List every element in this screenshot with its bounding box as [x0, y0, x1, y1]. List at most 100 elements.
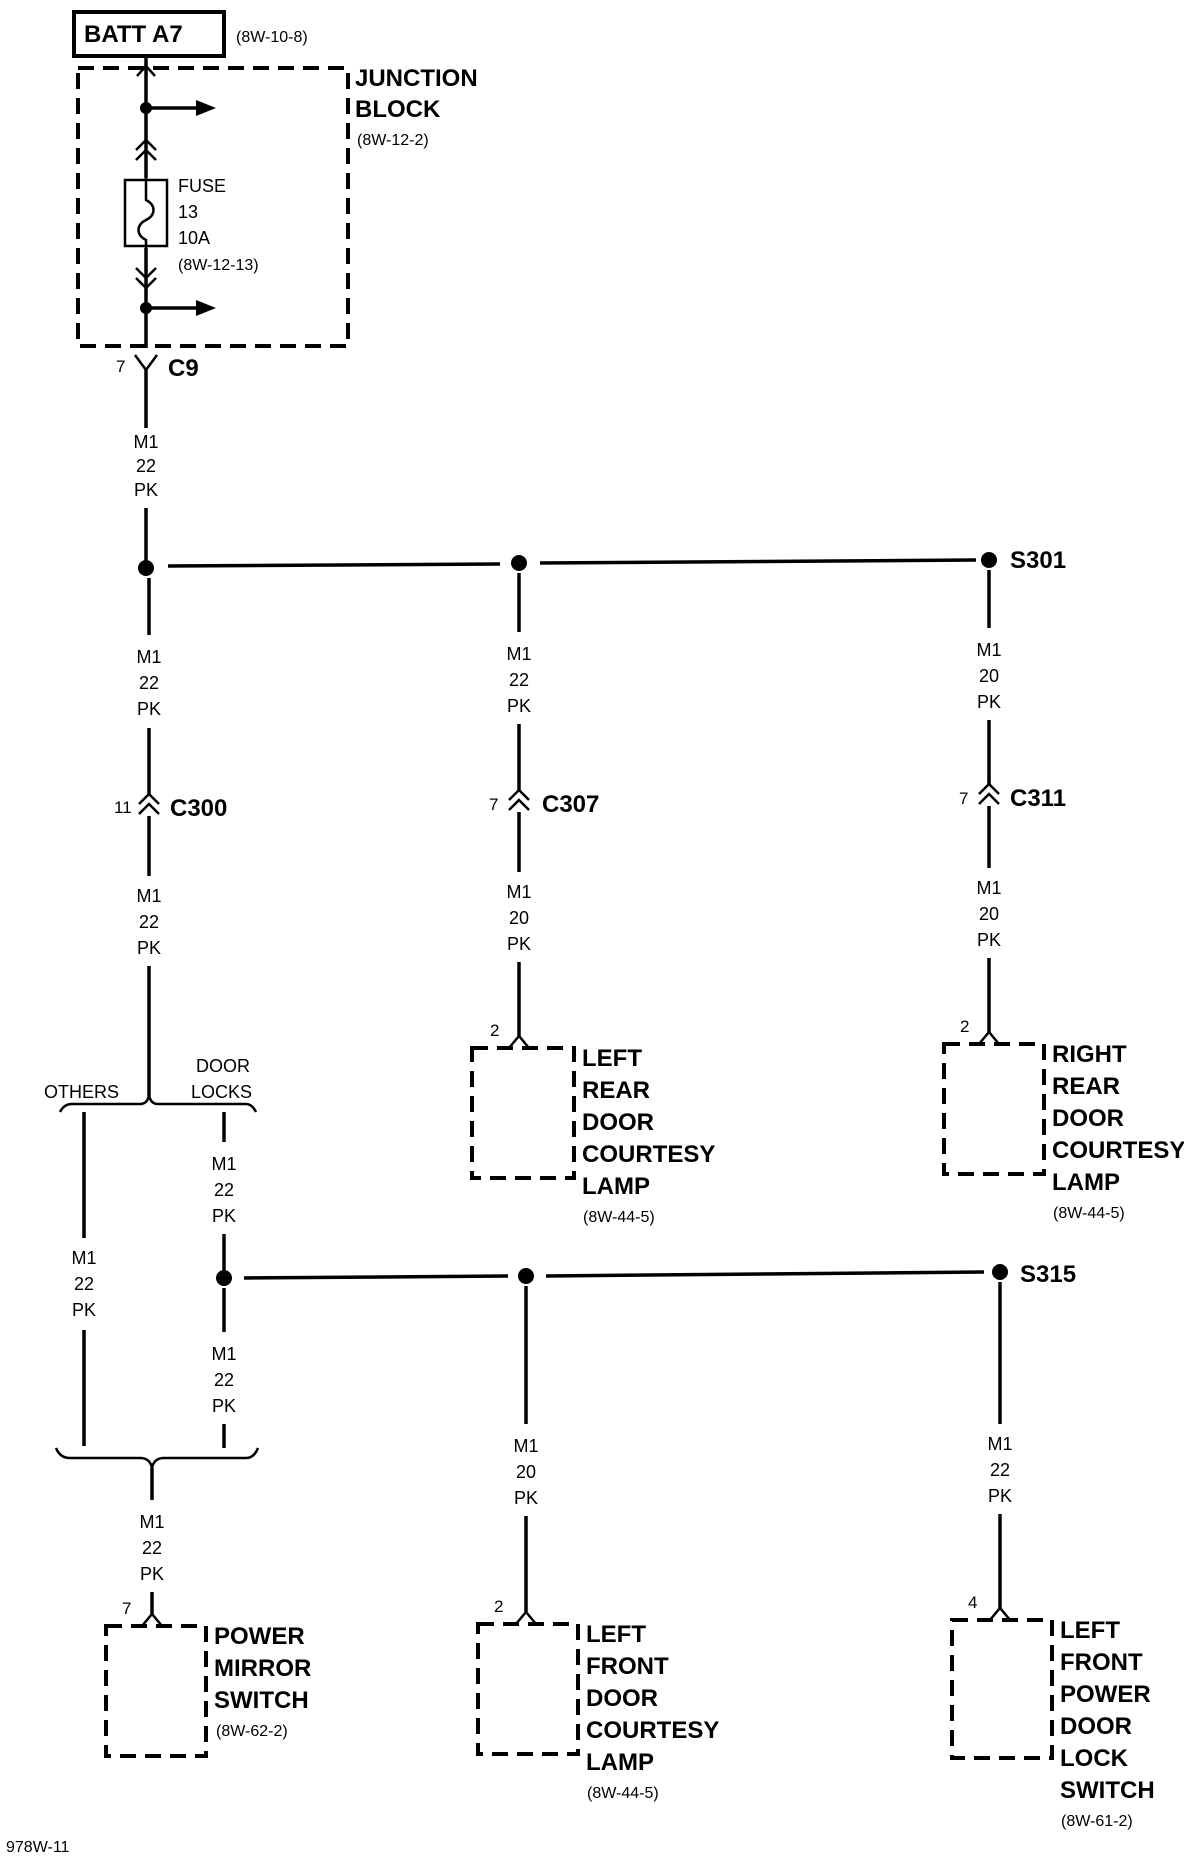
c300-label: C300 — [170, 795, 227, 822]
c9-connector-icon — [133, 354, 159, 373]
s301-splice-right — [981, 552, 997, 568]
lf-lamp-pin: 2 — [494, 1597, 503, 1616]
lock-switch-box — [950, 1618, 1054, 1760]
mirror-switch-ref: (8W-62-2) — [216, 1723, 288, 1740]
lr-lamp-connector-icon — [508, 1034, 530, 1049]
rr-lamp-label-2: REAR — [1052, 1073, 1120, 1100]
s301-label: S301 — [1010, 547, 1066, 574]
wire-gauge-label: 22 — [139, 673, 159, 693]
wire-gauge-label: 22 — [136, 456, 156, 476]
wire-gauge-label: 22 — [990, 1460, 1010, 1480]
mirror-switch-connector-icon — [141, 1612, 163, 1627]
wire-color-label: PK — [137, 699, 161, 719]
wire-circuit-label: M1 — [506, 882, 531, 902]
lock-switch-ref: (8W-61-2) — [1061, 1813, 1133, 1830]
lf-lamp-label-5: LAMP — [586, 1749, 654, 1776]
wire-gauge-label: 22 — [74, 1274, 94, 1294]
connector-chevron-icon — [135, 148, 157, 161]
lf-lamp-label-2: FRONT — [586, 1653, 669, 1680]
wire-color-label: PK — [514, 1488, 538, 1508]
c307-connector-icon — [508, 788, 530, 801]
lock-switch-label-1: LEFT — [1060, 1617, 1120, 1644]
c307-pin: 7 — [489, 795, 498, 814]
wire-color-label: PK — [134, 480, 158, 500]
wire-circuit-label: M1 — [211, 1154, 236, 1174]
s301-splice-center — [511, 555, 527, 571]
batt-feed-arrowhead — [136, 64, 156, 77]
wire-circuit-label: M1 — [71, 1248, 96, 1268]
s315-label: S315 — [1020, 1261, 1076, 1288]
lf-lamp-label-4: COURTESY — [586, 1717, 719, 1744]
c307-label: C307 — [542, 791, 599, 818]
lock-switch-connector-icon — [989, 1606, 1011, 1621]
arrow-right-icon — [196, 300, 216, 316]
c311-connector-icon — [978, 782, 1000, 795]
junction-block-ref: (8W-12-2) — [357, 132, 429, 149]
connector-chevron-icon — [135, 267, 157, 280]
s315-bus-line — [243, 1274, 509, 1280]
wire-circuit-label: M1 — [133, 432, 158, 452]
lf-lamp-connector-icon — [515, 1610, 537, 1625]
rr-lamp-label-4: COURTESY — [1052, 1137, 1184, 1164]
wire-color-label: PK — [507, 934, 531, 954]
wire-circuit-label: M1 — [987, 1434, 1012, 1454]
lr-lamp-label-4: COURTESY — [582, 1141, 715, 1168]
junction-block-box — [76, 66, 350, 348]
lf-lamp-label-3: DOOR — [586, 1685, 658, 1712]
lr-lamp-box — [470, 1046, 576, 1180]
lf-lamp-box — [476, 1622, 580, 1756]
merge-brace — [54, 1447, 260, 1469]
c300-connector-icon — [138, 792, 160, 805]
wire-gauge-label: 22 — [139, 912, 159, 932]
wire-gauge-label: 22 — [509, 670, 529, 690]
wire-gauge-label: 20 — [516, 1462, 536, 1482]
lock-switch-label-6: SWITCH — [1060, 1777, 1155, 1804]
c311-connector-icon — [978, 792, 1000, 805]
figure-id: 978W-11 — [6, 1839, 70, 1856]
fuse-number: 13 — [178, 202, 198, 222]
c300-connector-icon — [138, 802, 160, 815]
s315-bus-line — [545, 1270, 985, 1278]
s301-bus-line — [539, 558, 977, 565]
s301-bus-line — [167, 562, 501, 568]
fuse-ref: (8W-12-13) — [178, 257, 259, 274]
wire-gauge-label: 22 — [214, 1180, 234, 1200]
branch-locks-label: LOCKS — [191, 1082, 252, 1102]
rr-lamp-pin: 2 — [960, 1017, 969, 1036]
branch-door-label: DOOR — [196, 1056, 250, 1076]
wire-circuit-label: M1 — [211, 1344, 236, 1364]
wire-color-label: PK — [72, 1300, 96, 1320]
mirror-switch-pin: 7 — [122, 1599, 131, 1618]
wire-circuit-label: M1 — [976, 878, 1001, 898]
s301-splice-left — [138, 560, 154, 576]
wire-circuit-label: M1 — [136, 886, 161, 906]
s315-splice-right — [992, 1264, 1008, 1280]
mirror-switch-label-1: POWER — [214, 1623, 305, 1650]
lr-lamp-pin: 2 — [490, 1021, 499, 1040]
lr-lamp-ref: (8W-44-5) — [583, 1209, 655, 1226]
s315-splice-left — [216, 1270, 232, 1286]
c311-label: C311 — [1010, 785, 1066, 812]
lf-lamp-ref: (8W-44-5) — [587, 1785, 659, 1802]
c300-pin: 11 — [114, 798, 132, 817]
rr-lamp-label-3: DOOR — [1052, 1105, 1124, 1132]
wire-color-label: PK — [140, 1564, 164, 1584]
lr-lamp-label-3: DOOR — [582, 1109, 654, 1136]
lr-lamp-label-2: REAR — [582, 1077, 650, 1104]
junction-block-title-2: BLOCK — [355, 96, 441, 123]
c307-connector-icon — [508, 798, 530, 811]
wire-gauge-label: 20 — [509, 908, 529, 928]
wire-color-label: PK — [507, 696, 531, 716]
c9-label: C9 — [168, 355, 199, 382]
wire-gauge-label: 20 — [979, 904, 999, 924]
lock-switch-label-2: FRONT — [1060, 1649, 1143, 1676]
batt-ref: (8W-10-8) — [236, 29, 308, 46]
wire-circuit-label: M1 — [976, 640, 1001, 660]
wire-color-label: PK — [212, 1396, 236, 1416]
branch-others-label: OTHERS — [44, 1082, 119, 1102]
connector-chevron-icon — [135, 138, 157, 151]
rr-lamp-label-1: RIGHT — [1052, 1041, 1127, 1068]
wire-circuit-label: M1 — [139, 1512, 164, 1532]
mirror-switch-box — [104, 1624, 208, 1758]
wire-gauge-label: 22 — [214, 1370, 234, 1390]
